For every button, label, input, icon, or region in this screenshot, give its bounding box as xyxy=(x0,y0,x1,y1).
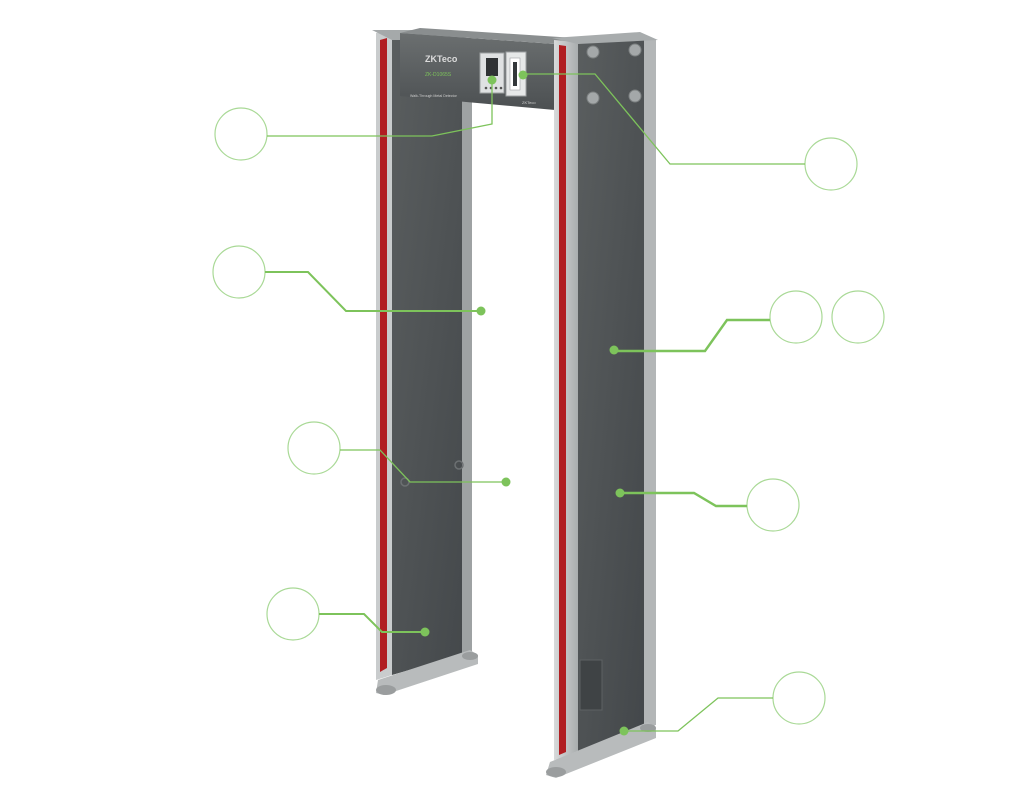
callouts xyxy=(212,70,885,736)
callout-marker xyxy=(476,306,486,316)
callout-circle xyxy=(287,421,341,475)
callout-right-panel-middle[interactable] xyxy=(615,478,800,532)
callout-marker xyxy=(420,627,430,637)
callout-marker xyxy=(609,345,619,355)
callout-left-panel-lower[interactable] xyxy=(266,587,430,641)
brand-logo: ZKTeco xyxy=(425,54,458,64)
callout-left-panel-middle[interactable] xyxy=(287,421,511,487)
left-foot xyxy=(376,650,478,695)
callout-marker xyxy=(619,726,629,736)
beam-caption: Walk-Through Metal Detector xyxy=(410,94,458,98)
right-foot xyxy=(546,722,656,778)
callout-circle xyxy=(266,587,320,641)
callout-circle xyxy=(769,290,823,344)
indicator-display xyxy=(505,51,527,97)
callout-circle xyxy=(746,478,800,532)
callout-marker xyxy=(487,75,497,85)
callout-marker xyxy=(518,70,528,80)
callout-right-panel-upper[interactable] xyxy=(609,290,823,355)
callout-left-panel-upper[interactable] xyxy=(212,245,486,316)
top-beam: ZKTeco ZK-D1065S Walk-Through Metal Dete… xyxy=(400,28,575,110)
model-label: ZK-D1065S xyxy=(425,72,452,78)
callout-circle xyxy=(831,290,885,344)
callout-circle xyxy=(214,107,268,161)
control-panel xyxy=(479,52,505,94)
right-pillar xyxy=(546,32,658,778)
walk-through-metal-detector: ZKTeco ZK-D1065S Walk-Through Metal Dete… xyxy=(372,28,658,778)
callout-marker xyxy=(615,488,625,498)
callout-marker xyxy=(501,477,511,487)
callout-control-panel[interactable] xyxy=(214,75,497,161)
callout-circle xyxy=(804,137,858,191)
beam-tag: ZKTeco xyxy=(522,100,536,105)
callout-circle xyxy=(772,671,826,725)
callout-right-panel-upper-extra[interactable] xyxy=(831,290,885,344)
callout-right-foot[interactable] xyxy=(619,671,826,736)
left-pillar xyxy=(372,30,478,695)
callout-indicator-display[interactable] xyxy=(518,70,858,191)
callout-circle xyxy=(212,245,266,299)
